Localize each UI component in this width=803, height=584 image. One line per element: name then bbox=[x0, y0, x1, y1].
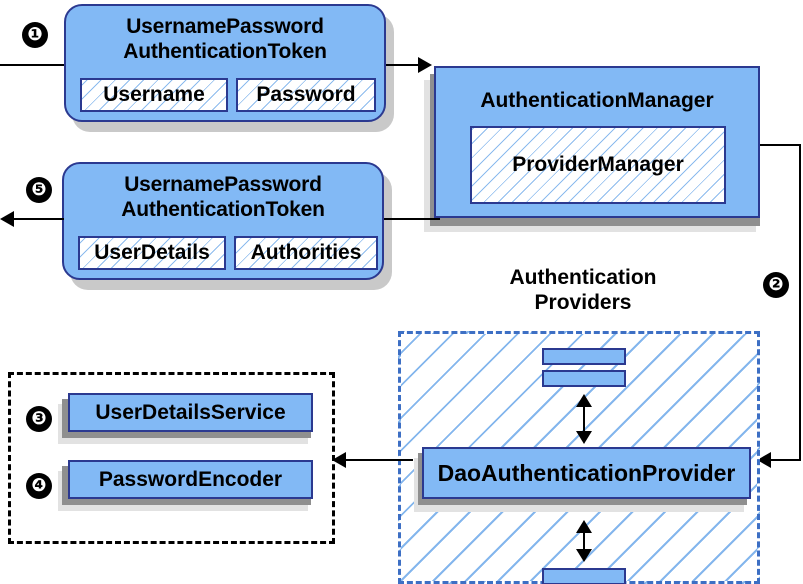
provider-dependencies-container bbox=[8, 372, 335, 544]
userdetailsservice-box[interactable]: UserDetailsService bbox=[68, 393, 313, 432]
manager-to-provider-line-vertical bbox=[799, 144, 801, 461]
response-token-field-authorities-label: Authorities bbox=[250, 241, 362, 264]
manager-to-provider-line-top bbox=[760, 144, 801, 146]
request-to-manager-arrow-icon bbox=[418, 57, 432, 73]
manager-to-response-line bbox=[384, 218, 440, 220]
response-token-field-userdetails-label: UserDetails bbox=[94, 241, 210, 264]
step-badge-2: ❷ bbox=[763, 272, 789, 298]
request-token-field-password[interactable]: Password bbox=[236, 78, 376, 112]
response-token-title-line2: AuthenticationToken bbox=[121, 198, 325, 221]
passwordencoder-box[interactable]: PasswordEncoder bbox=[68, 460, 313, 499]
request-token-box[interactable]: UsernamePassword AuthenticationToken Use… bbox=[64, 4, 386, 122]
request-to-manager-line bbox=[386, 64, 422, 66]
provider-link-line-bottom bbox=[583, 526, 585, 556]
response-outgoing-line bbox=[14, 218, 64, 220]
provider-manager-box[interactable]: ProviderManager bbox=[470, 126, 726, 204]
userdetailsservice-label: UserDetailsService bbox=[95, 400, 286, 424]
request-token-title-line2: AuthenticationToken bbox=[123, 40, 327, 63]
provider-manager-label: ProviderManager bbox=[512, 153, 684, 176]
provider-link2-arrow-down-icon bbox=[576, 549, 592, 562]
authentication-providers-container: DaoAuthenticationProvider bbox=[398, 331, 760, 584]
manager-to-provider-arrow-icon bbox=[757, 452, 771, 468]
manager-to-provider-line-bottom bbox=[770, 459, 801, 461]
step-badge-4: ❹ bbox=[26, 473, 52, 499]
request-token-title-line1: UsernamePassword bbox=[126, 15, 324, 38]
request-token-field-username-label: Username bbox=[103, 83, 205, 106]
request-token-field-password-label: Password bbox=[256, 83, 356, 106]
response-token-field-authorities[interactable]: Authorities bbox=[234, 236, 378, 270]
response-token-field-userdetails[interactable]: UserDetails bbox=[78, 236, 226, 270]
provider-to-dependencies-arrow-icon bbox=[332, 452, 346, 468]
response-token-box[interactable]: UsernamePassword AuthenticationToken Use… bbox=[62, 162, 384, 280]
step-badge-1: ❶ bbox=[22, 22, 48, 48]
passwordencoder-label: PasswordEncoder bbox=[98, 467, 283, 491]
provider-placeholder-bar-3 bbox=[542, 568, 626, 584]
response-token-title-line1: UsernamePassword bbox=[124, 173, 322, 196]
authentication-manager-box[interactable]: AuthenticationManager ProviderManager bbox=[434, 66, 760, 218]
provider-to-dependencies-line bbox=[345, 459, 413, 461]
response-outgoing-arrow-icon bbox=[0, 211, 14, 227]
provider-link-line-top bbox=[583, 400, 585, 438]
dao-authentication-provider-label: DaoAuthenticationProvider bbox=[437, 459, 736, 486]
authentication-providers-caption-line1: Authentication bbox=[509, 266, 657, 289]
provider-link-arrow-down-icon bbox=[576, 431, 592, 444]
step-badge-3: ❸ bbox=[26, 406, 52, 432]
authentication-manager-title: AuthenticationManager bbox=[480, 89, 714, 112]
incoming-request-line bbox=[0, 64, 72, 66]
dao-authentication-provider-box[interactable]: DaoAuthenticationProvider bbox=[422, 447, 751, 499]
provider-placeholder-bar-2 bbox=[542, 370, 626, 387]
step-badge-5: ❺ bbox=[26, 177, 52, 203]
request-token-field-username[interactable]: Username bbox=[80, 78, 228, 112]
authentication-providers-caption-line2: Providers bbox=[534, 291, 632, 314]
provider-placeholder-bar-1 bbox=[542, 348, 626, 365]
